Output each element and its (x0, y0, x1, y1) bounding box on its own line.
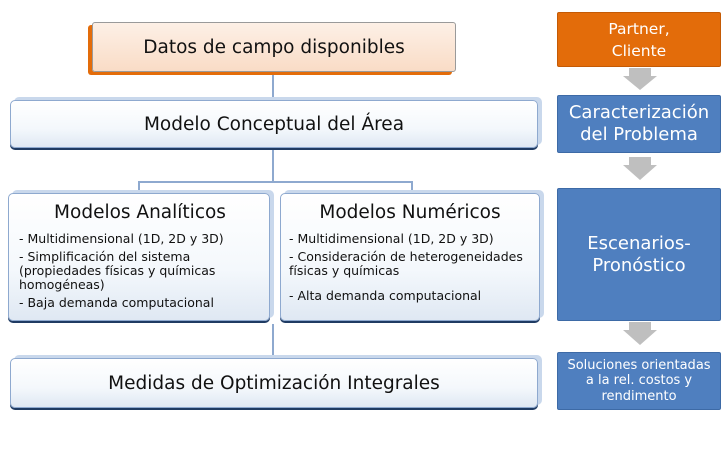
connector-bottom (272, 324, 274, 358)
numerical-item: - Alta demanda computacional (289, 288, 482, 303)
solutions-label: Soluciones orientadas a la rel. costos y… (567, 357, 711, 404)
down-arrow-icon (623, 322, 657, 345)
partner-label: Partner, Cliente (608, 19, 670, 60)
numerical-models-title: Modelos Numéricos (319, 202, 501, 223)
numerical-item: - Consideración de heterogeneidades físi… (289, 249, 523, 278)
data-available-box: Datos de campo disponibles (92, 22, 456, 72)
partner-box: Partner, Cliente (557, 12, 721, 67)
analytical-item: - Simplificación del sistema (propiedade… (19, 249, 216, 292)
numerical-models-box: Modelos Numéricos - Multidimensional (1D… (280, 193, 540, 321)
analytical-item: - Multidimensional (1D, 2D y 3D) (19, 231, 224, 246)
numerical-item: - Multidimensional (1D, 2D y 3D) (289, 231, 494, 246)
analytical-item: - Baja demanda computacional (19, 295, 214, 310)
characterization-label: Caracterización del Problema (568, 102, 710, 145)
scenarios-box: Escenarios-Pronóstico (557, 188, 721, 321)
scenarios-label: Escenarios-Pronóstico (587, 232, 691, 276)
solutions-box: Soluciones orientadas a la rel. costos y… (557, 352, 721, 410)
conceptual-model-label: Modelo Conceptual del Área (143, 113, 405, 135)
analytical-models-box: Modelos Analíticos - Multidimensional (1… (8, 193, 270, 321)
connector-right-drop (411, 181, 413, 193)
down-arrow-icon (623, 68, 657, 90)
analytical-models-title: Modelos Analíticos (54, 202, 226, 223)
optimization-box: Medidas de Optimización Integrales (10, 358, 538, 408)
conceptual-model-box: Modelo Conceptual del Área (10, 100, 538, 148)
down-arrow-icon (623, 157, 657, 180)
connector-mid (272, 150, 274, 182)
optimization-label: Medidas de Optimización Integrales (108, 372, 440, 394)
connector-left-drop (138, 181, 140, 193)
characterization-box: Caracterización del Problema (557, 95, 721, 153)
connector-top (272, 72, 274, 100)
connector-branch (138, 181, 413, 183)
data-available-label: Datos de campo disponibles (143, 36, 405, 58)
